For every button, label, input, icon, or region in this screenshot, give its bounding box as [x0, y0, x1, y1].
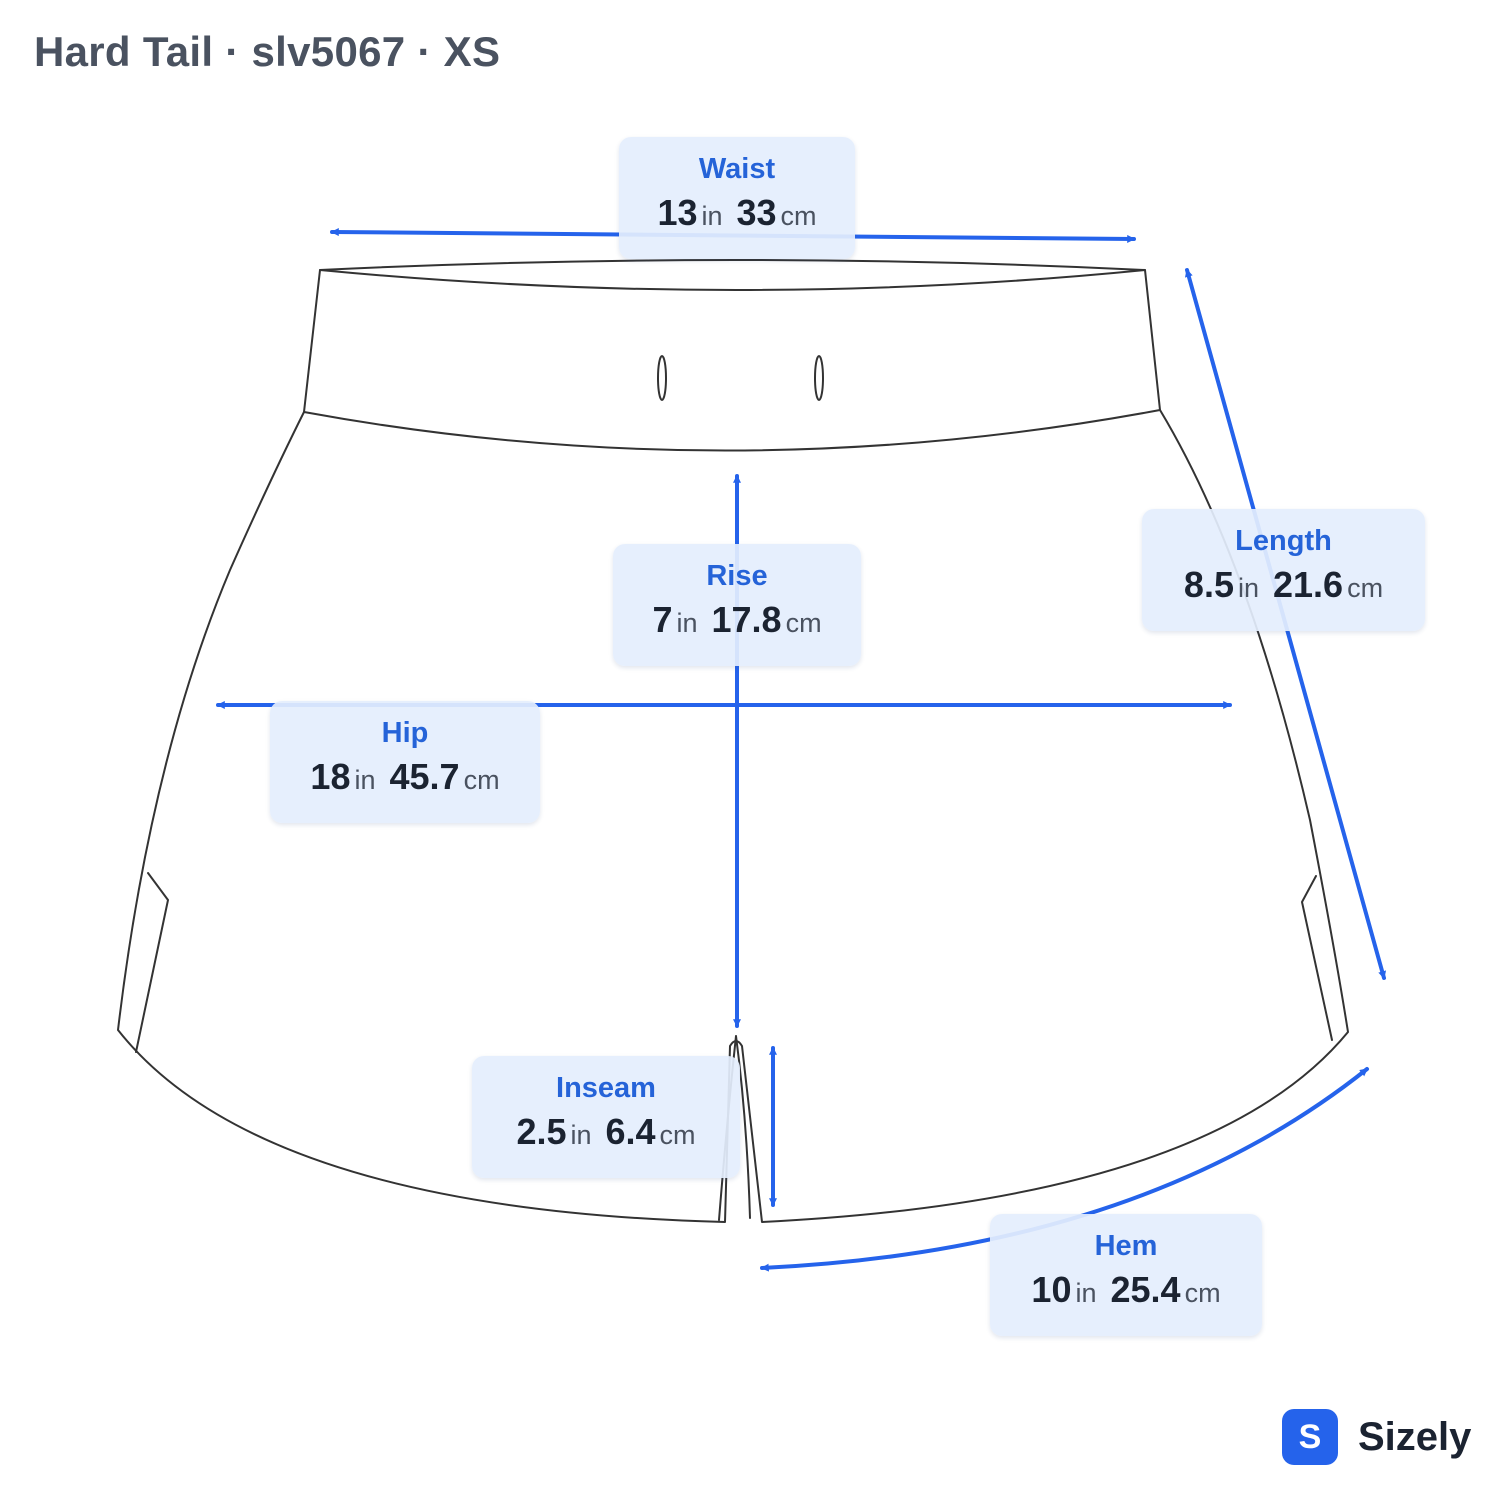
grommet-left — [657, 355, 667, 401]
length-inches: 8.5 — [1183, 564, 1234, 605]
inseam-cm-unit: cm — [659, 1120, 696, 1150]
hip-inches-unit: in — [354, 765, 376, 795]
rise-cm-unit: cm — [785, 608, 822, 638]
length-cm: 21.6 — [1272, 564, 1344, 605]
grommet-right — [814, 355, 824, 401]
inseam-cm: 6.4 — [605, 1111, 656, 1152]
rise-inches-unit: in — [676, 608, 698, 638]
inseam-name: Inseam — [556, 1072, 656, 1104]
hip-cm-unit: cm — [463, 765, 500, 795]
hem-name: Hem — [1094, 1230, 1158, 1262]
length-inches-unit: in — [1237, 573, 1259, 603]
rise-name: Rise — [706, 560, 768, 592]
brand-name: Sizely — [1358, 1414, 1472, 1459]
sizely-logo-icon: S — [1282, 1409, 1338, 1465]
hem-cm: 25.4 — [1110, 1269, 1181, 1310]
hip-name: Hip — [381, 717, 429, 749]
inseam-inches: 2.5 — [516, 1111, 567, 1152]
inseam-inches-unit: in — [570, 1120, 592, 1150]
waist-cm-unit: cm — [780, 201, 817, 231]
hem-inches-unit: in — [1075, 1278, 1097, 1308]
waistband-seam — [303, 409, 1161, 452]
hem-inches: 10 — [1031, 1269, 1072, 1310]
rise-cm: 17.8 — [711, 599, 782, 640]
left-side-panel — [135, 872, 169, 1053]
waistband-top-edge — [319, 269, 1146, 291]
hip-inches: 18 — [310, 756, 351, 797]
hem-arrow — [760, 1067, 1369, 1272]
hip-cm: 45.7 — [389, 756, 460, 797]
brand-logo: S Sizely — [1282, 1409, 1471, 1465]
right-side-panel — [1301, 875, 1333, 1041]
hem-cm-unit: cm — [1184, 1278, 1221, 1308]
waist-inches-unit: in — [701, 201, 723, 231]
rise-inches: 7 — [652, 599, 673, 640]
waist-inches: 13 — [657, 192, 698, 233]
length-name: Length — [1235, 525, 1332, 557]
length-cm-unit: cm — [1347, 573, 1384, 603]
page-title: Hard Tail · slv5067 · XS — [34, 28, 501, 75]
waist-cm: 33 — [736, 192, 777, 233]
waist-name: Waist — [698, 153, 776, 185]
